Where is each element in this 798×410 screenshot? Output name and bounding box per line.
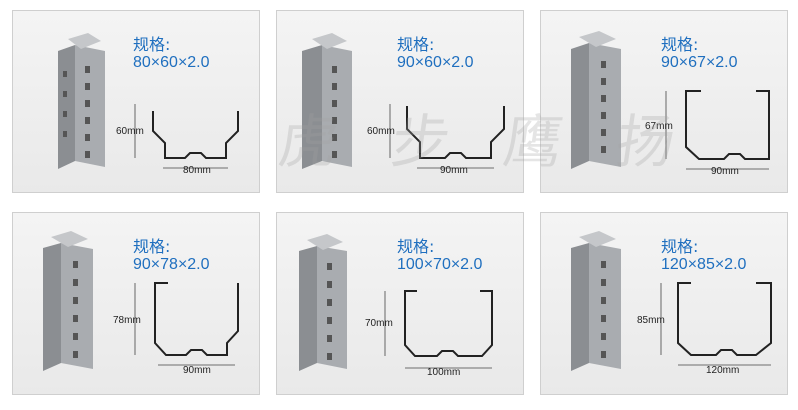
width-label: 90mm (711, 166, 739, 177)
profile-diagram: 78mm 90mm (113, 282, 239, 376)
upright-column-image (302, 33, 352, 169)
spec-title: 规格: (397, 35, 435, 54)
upright-column-image (58, 33, 105, 169)
height-label: 85mm (637, 315, 665, 326)
height-label: 78mm (113, 315, 141, 326)
width-label: 90mm (440, 165, 468, 176)
spec-card-4: 规格: 90×78×2.0 78mm 90mm (12, 212, 260, 395)
spec-card-2: 规格: 90×60×2.0 60mm 90mm (276, 10, 524, 193)
spec-value: 90×67×2.0 (661, 54, 738, 71)
spec-title: 规格: (661, 35, 699, 54)
profile-diagram: 70mm 100mm (365, 290, 493, 378)
watermark: 虎 步 鹰 扬 (274, 108, 698, 176)
profile-diagram: 67mm 90mm (645, 90, 770, 177)
width-label: 100mm (427, 367, 460, 378)
spec-card-3: 规格: 90×67×2.0 67mm 90mm (540, 10, 788, 193)
spec-value: 90×78×2.0 (133, 256, 210, 273)
upright-column-image (571, 231, 621, 371)
spec-title: 规格: (397, 237, 435, 256)
width-label: 120mm (706, 365, 739, 376)
height-label: 60mm (116, 126, 144, 137)
profile-diagram: 60mm 90mm (367, 104, 505, 176)
height-label: 60mm (367, 126, 395, 137)
spec-value: 100×70×2.0 (397, 256, 483, 273)
profile-diagram: 60mm 80mm (116, 104, 239, 176)
spec-card-1: 规格: 80×60×2.0 60mm 80mm (12, 10, 260, 193)
upright-column-image (571, 31, 621, 169)
spec-value: 90×60×2.0 (397, 54, 474, 71)
height-label: 70mm (365, 318, 393, 329)
spec-title: 规格: (133, 237, 171, 256)
spec-card-6: 规格: 120×85×2.0 85mm 120mm (540, 212, 788, 395)
spec-value: 80×60×2.0 (133, 54, 210, 71)
spec-title: 规格: (661, 237, 699, 256)
spec-value: 120×85×2.0 (661, 256, 747, 273)
spec-card-5: 规格: 100×70×2.0 70mm 100mm (276, 212, 524, 395)
width-label: 80mm (183, 165, 211, 176)
width-label: 90mm (183, 365, 211, 376)
profile-diagram: 85mm 120mm (637, 282, 772, 376)
spec-title: 规格: (133, 35, 171, 54)
upright-column-image (43, 231, 93, 371)
height-label: 67mm (645, 121, 673, 132)
upright-column-image (299, 234, 347, 371)
